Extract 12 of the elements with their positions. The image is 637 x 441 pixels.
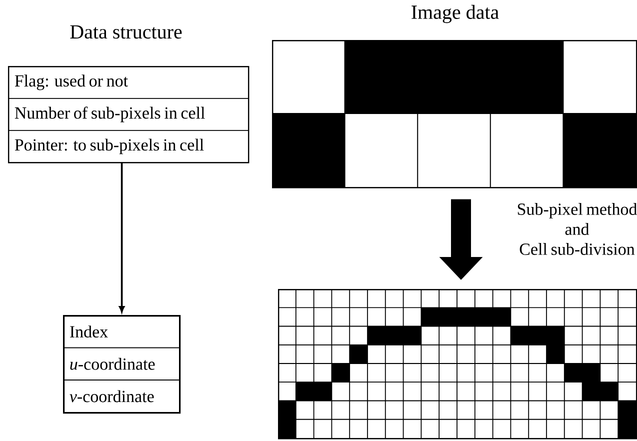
field-row: u-coordinate [63, 347, 180, 380]
field-row: Number of sub-pixels in cell [8, 98, 249, 131]
heading: Data structure [70, 25, 182, 39]
arrow [119, 162, 125, 312]
field-row: Flag: used or not [8, 66, 249, 99]
field-row: Pointer: to sub-pixels in cell [8, 130, 249, 163]
edge-label: Sub-pixel method and Cell sub-division [512, 202, 637, 256]
field-row: v-coordinate [63, 380, 180, 413]
heading: Image data [412, 4, 499, 24]
pixel-grid-drawing [278, 288, 637, 440]
record-box [63, 315, 181, 414]
field-row: Index [63, 315, 180, 348]
